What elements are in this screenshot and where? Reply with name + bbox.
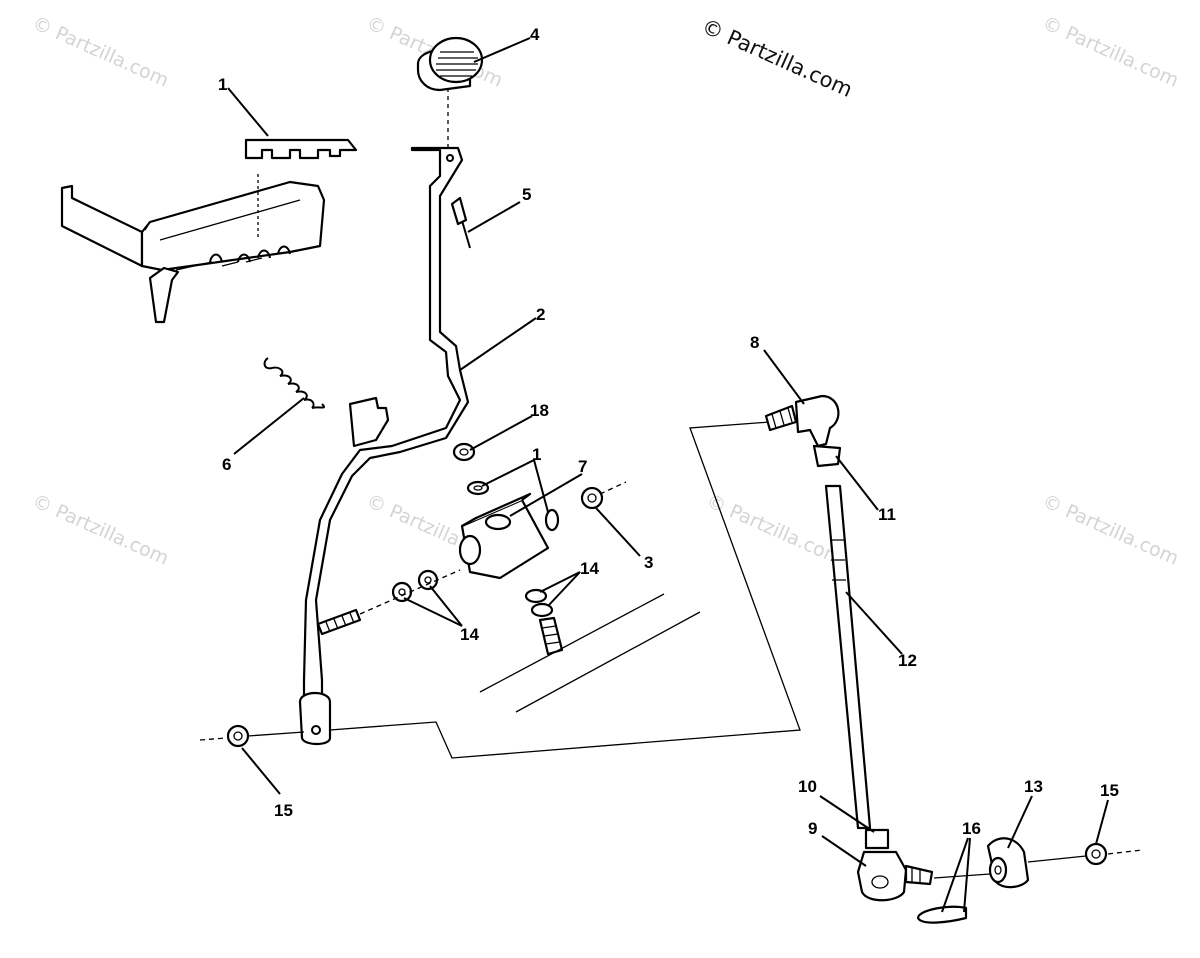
callout-label: 18 [530, 401, 549, 420]
arm-13 [986, 837, 1030, 889]
washer [544, 508, 560, 532]
ball-joint-upper [764, 394, 842, 468]
callout-label: 8 [750, 333, 759, 352]
knob [416, 36, 484, 92]
jam-nut-10 [864, 828, 890, 850]
tie-rod [824, 484, 872, 830]
floor-edge [479, 593, 701, 713]
axis-line [599, 481, 627, 495]
washer [530, 602, 554, 618]
callout-label: 9 [808, 819, 817, 838]
leader-lines [227, 37, 1109, 913]
pivot-block [458, 492, 550, 580]
nut-3 [580, 486, 604, 510]
washer [417, 569, 439, 591]
nut-15-right [1084, 842, 1108, 866]
callout-label: 14 [460, 625, 479, 644]
axis-line [247, 731, 305, 737]
callout-label: 7 [578, 457, 587, 476]
washer [524, 588, 548, 604]
axis-line [199, 737, 227, 741]
callout-label: 16 [962, 819, 981, 838]
pin [450, 196, 471, 249]
callout-label: 6 [222, 455, 231, 474]
ball-joint-lower [856, 850, 934, 902]
link-line [329, 421, 801, 759]
callout-label: 12 [898, 651, 917, 670]
footrest-bracket [60, 174, 326, 324]
callout-label: 4 [530, 25, 540, 44]
nut-18 [452, 442, 476, 462]
callout-label: 15 [274, 801, 293, 820]
axis-line [1107, 849, 1143, 855]
callout-label: 11 [878, 505, 896, 524]
plate-part [244, 138, 358, 160]
axis-line [1027, 855, 1087, 863]
callout-label: 3 [644, 553, 653, 572]
spring [263, 357, 326, 409]
axis-line [933, 873, 991, 879]
bolt [316, 569, 461, 636]
callout-label: 13 [1024, 777, 1043, 796]
callout-label: 1 [218, 75, 227, 94]
cotter-pin [916, 905, 968, 924]
callout-labels: 1 2 3 4 5 6 7 8 9 10 11 12 13 14 14 15 1… [218, 25, 1119, 838]
callout-label: 10 [798, 777, 817, 796]
callout-label: 1 [532, 445, 541, 464]
shift-lever [298, 146, 470, 746]
callout-label: 2 [536, 305, 545, 324]
nut-15 [226, 724, 250, 748]
callout-label: 14 [580, 559, 599, 578]
bolt [538, 616, 564, 656]
callout-label: 15 [1100, 781, 1119, 800]
callout-label: 5 [522, 185, 531, 204]
